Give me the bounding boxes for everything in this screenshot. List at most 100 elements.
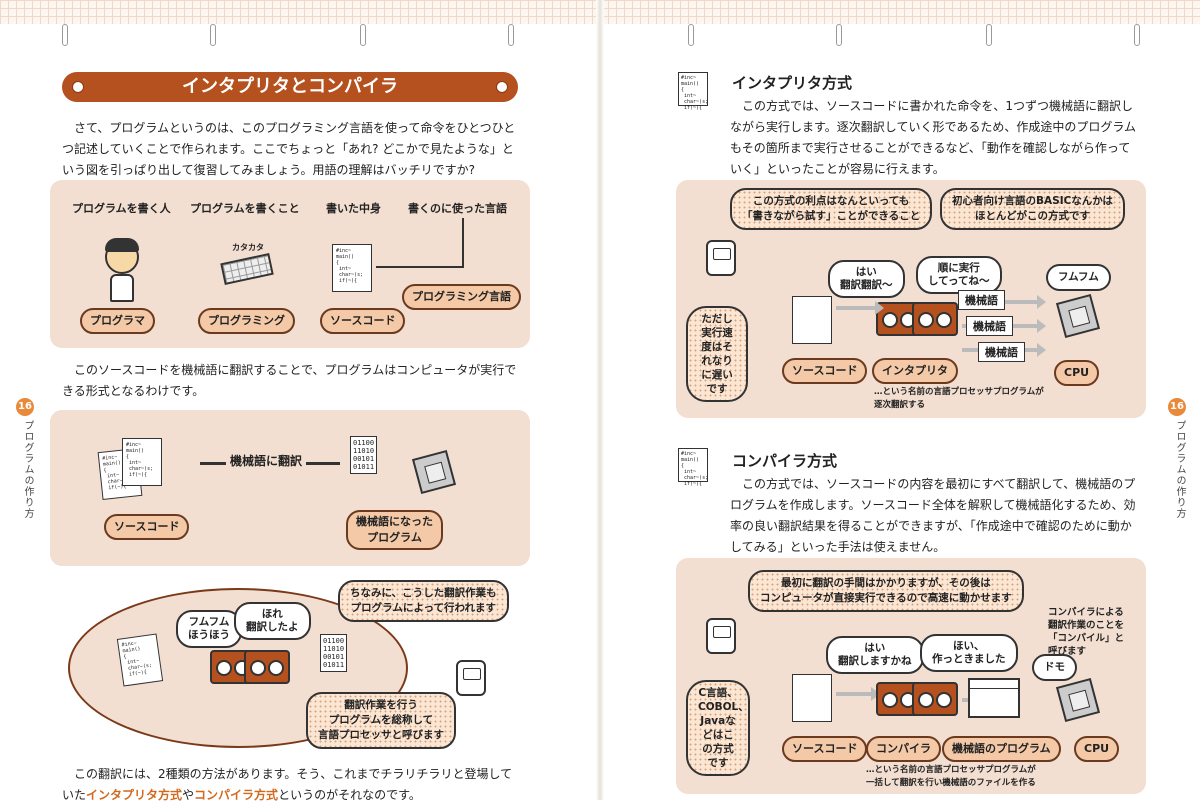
speech-bubble-compiling: はい 翻訳しますかね <box>826 636 924 674</box>
banner-title: インタプリタとコンパイラ <box>182 76 398 97</box>
mascot-robot-icon <box>456 660 486 696</box>
machine-code-label: 機械語 <box>958 290 1005 310</box>
bubble-line: 「書きながら試す」ことができること <box>742 210 921 222</box>
compiler-caption: …という名前の言語プロセッサプログラムが 一括して翻訳を行い機械語のファイルを作… <box>866 764 1036 790</box>
label-programmer-desc: プログラムを書く人 <box>72 202 171 215</box>
intro-paragraph: さて、プログラムというのは、このプログラミング言語を使って命令をひとつひとつ記述… <box>62 121 516 177</box>
section-banner: インタプリタとコンパイラ <box>62 72 518 102</box>
cpu-chip-icon <box>1055 677 1101 723</box>
caption-line: …という名前の言語プロセッサプログラムが <box>866 765 1036 775</box>
speech-bubble-done: ほい、 作っときました <box>920 634 1018 672</box>
compiler-paragraph: この方式では、ソースコードの内容を最初にすべて翻訳して、機械語のプログラムを作成… <box>730 477 1136 554</box>
speech-line: はい <box>864 642 886 654</box>
speech-line: ほれ <box>261 608 283 620</box>
translation-diagram: #inc~ main() { int~ char~(s; if(~){ #inc… <box>50 410 530 566</box>
speech-line: 翻訳翻訳〜 <box>840 279 893 291</box>
typing-sound: カタカタ <box>232 243 264 252</box>
speech-bubble-hmm: フムフム ほうほう <box>176 610 242 648</box>
note-line: 翻訳作業のことを <box>1048 620 1125 631</box>
note-line: 「コンパイル」と <box>1048 633 1125 644</box>
note-line: 翻訳作業を行う <box>344 699 418 711</box>
tag-programmer: プログラマ <box>80 308 155 334</box>
compiler-heading: コンパイラ方式 <box>732 452 838 470</box>
tag-interpreter: インタプリタ <box>872 358 958 384</box>
note-line: プログラムを総称して <box>328 714 434 726</box>
source-file-icon: #inc~ main() { int~ char~(s; if(~){ <box>122 438 162 486</box>
source-file-icon: #inc~ main() { int~ char~(s; if(~){ <box>332 244 372 292</box>
flow-arrow <box>836 687 880 701</box>
interpreter-advantage-bubble: この方式の利点はなんといっても 「書きながら試す」ことができること <box>730 188 933 230</box>
caption-line: 逐次翻訳する <box>874 400 926 410</box>
machine-code-label: 機械語 <box>978 342 1025 362</box>
caption-line: 一括して翻訳を行い機械語のファイルを作る <box>866 778 1036 788</box>
bubble-line: ほとんどがこの方式です <box>974 210 1091 222</box>
binder-ring <box>62 24 68 46</box>
translation-paragraph: このソースコードを機械語に翻訳することで、プログラムはコンピュータが実行できる形… <box>62 363 517 398</box>
tag-compiler: コンパイラ <box>866 736 941 762</box>
translator-robot-icon <box>244 650 290 684</box>
speech-line: 順に実行 <box>937 262 980 274</box>
binary-file-icon: 01100 11010 00101 01011 <box>320 634 348 672</box>
note-line: プログラムによって行われます <box>350 602 496 614</box>
interpreter-caption: …という名前の言語プロセッサプログラムが 逐次翻訳する <box>874 386 1044 412</box>
label-language-desc: 書くのに使った言語 <box>408 202 507 215</box>
cpu-chip-icon <box>1055 293 1101 339</box>
tag-programming: プログラミング <box>198 308 295 334</box>
speech-line: 作っときました <box>932 653 1006 665</box>
closing-text: というのがそれなのです。 <box>278 788 421 802</box>
speech-line: フムフム <box>188 616 230 628</box>
binder-ring <box>688 24 694 46</box>
chapter-side-label: プログラムの作り方 <box>22 420 33 519</box>
compile-term-note: コンパイラによる 翻訳作業のことを 「コンパイル」と 呼びます <box>1048 606 1124 658</box>
banner-hole-icon <box>496 81 508 93</box>
compiler-robot-icon <box>912 682 958 716</box>
tag-machine-program: 機械語になった プログラム <box>346 510 443 550</box>
interpreter-heading: インタプリタ方式 <box>732 74 853 92</box>
languages-note-bubble: C言語、COBOL、Javaなどはこの方式です <box>686 680 750 776</box>
tag-line: プログラム <box>367 531 422 544</box>
translate-label: 機械語に翻訳 <box>226 452 307 469</box>
mascot-robot-icon <box>706 618 736 654</box>
bubble-line: コンピュータが直接実行できるので高速に動かせます <box>760 592 1012 604</box>
executable-window-icon <box>968 678 1020 718</box>
chapter-side-label: プログラムの作り方 <box>1174 420 1185 519</box>
binary-file-icon: 01100 11010 00101 01011 <box>350 436 378 474</box>
tag-source-code: ソースコード <box>782 736 868 762</box>
speech-line: 翻訳しますかね <box>838 655 912 667</box>
compiler-diagram: 最初に翻訳の手間はかかりますが、その後は コンピュータが直接実行できるので高速に… <box>676 558 1146 794</box>
programmer-body <box>110 274 134 302</box>
bubble-line: 初心者向け言語のBASICなんかは <box>952 195 1113 207</box>
binder-ring <box>836 24 842 46</box>
speech-bubble-translating: はい 翻訳翻訳〜 <box>828 260 905 298</box>
compiler-highlight: コンパイラ方式 <box>194 788 279 802</box>
speech-line: してってね〜 <box>928 275 990 287</box>
source-file-icon <box>792 296 832 344</box>
note-line: 呼びます <box>1048 646 1087 657</box>
interpreter-robot-icon <box>912 302 958 336</box>
tag-cpu: CPU <box>1054 360 1100 386</box>
book-gutter <box>596 0 604 800</box>
speech-bubble-cpu: ドモ <box>1032 654 1077 681</box>
note-bubble-processor: ちなみに、こうした翻訳作業も プログラムによって行われます <box>338 580 509 622</box>
note-line: 言語プロセッサと呼びます <box>318 729 444 741</box>
flow-arrow <box>836 301 884 315</box>
speech-bubble-translated: ほれ 翻訳したよ <box>234 602 311 640</box>
terminology-diagram: プログラムを書く人 プログラムを書くこと 書いた中身 書くのに使った言語 カタカ… <box>50 180 530 348</box>
binder-ring <box>1134 24 1140 46</box>
tag-cpu: CPU <box>1074 736 1120 762</box>
tag-machine-program: 機械語のプログラム <box>942 736 1061 762</box>
speech-line: ほい、 <box>953 640 985 652</box>
cpu-chip-icon <box>411 449 457 495</box>
speech-line: 翻訳したよ <box>246 621 299 633</box>
speech-bubble-execute: 順に実行 してってね〜 <box>916 256 1002 294</box>
document-icon: #inc~ main() { int~ char~(s; if(~){ <box>678 448 708 487</box>
tag-source-code: ソースコード <box>320 308 406 334</box>
closing-text: や <box>182 788 195 802</box>
closing-text: この翻訳には、2種類の方法があります。そう、これまでチラリチラリと登場していた <box>62 767 513 802</box>
speech-line: ほうほう <box>188 629 230 641</box>
bubble-line: この方式の利点はなんといっても <box>752 195 910 207</box>
tag-line: 機械語になった <box>356 515 433 528</box>
label-programming-desc: プログラムを書くこと <box>190 202 300 215</box>
binder-ring <box>210 24 216 46</box>
tag-source-code: ソースコード <box>782 358 868 384</box>
